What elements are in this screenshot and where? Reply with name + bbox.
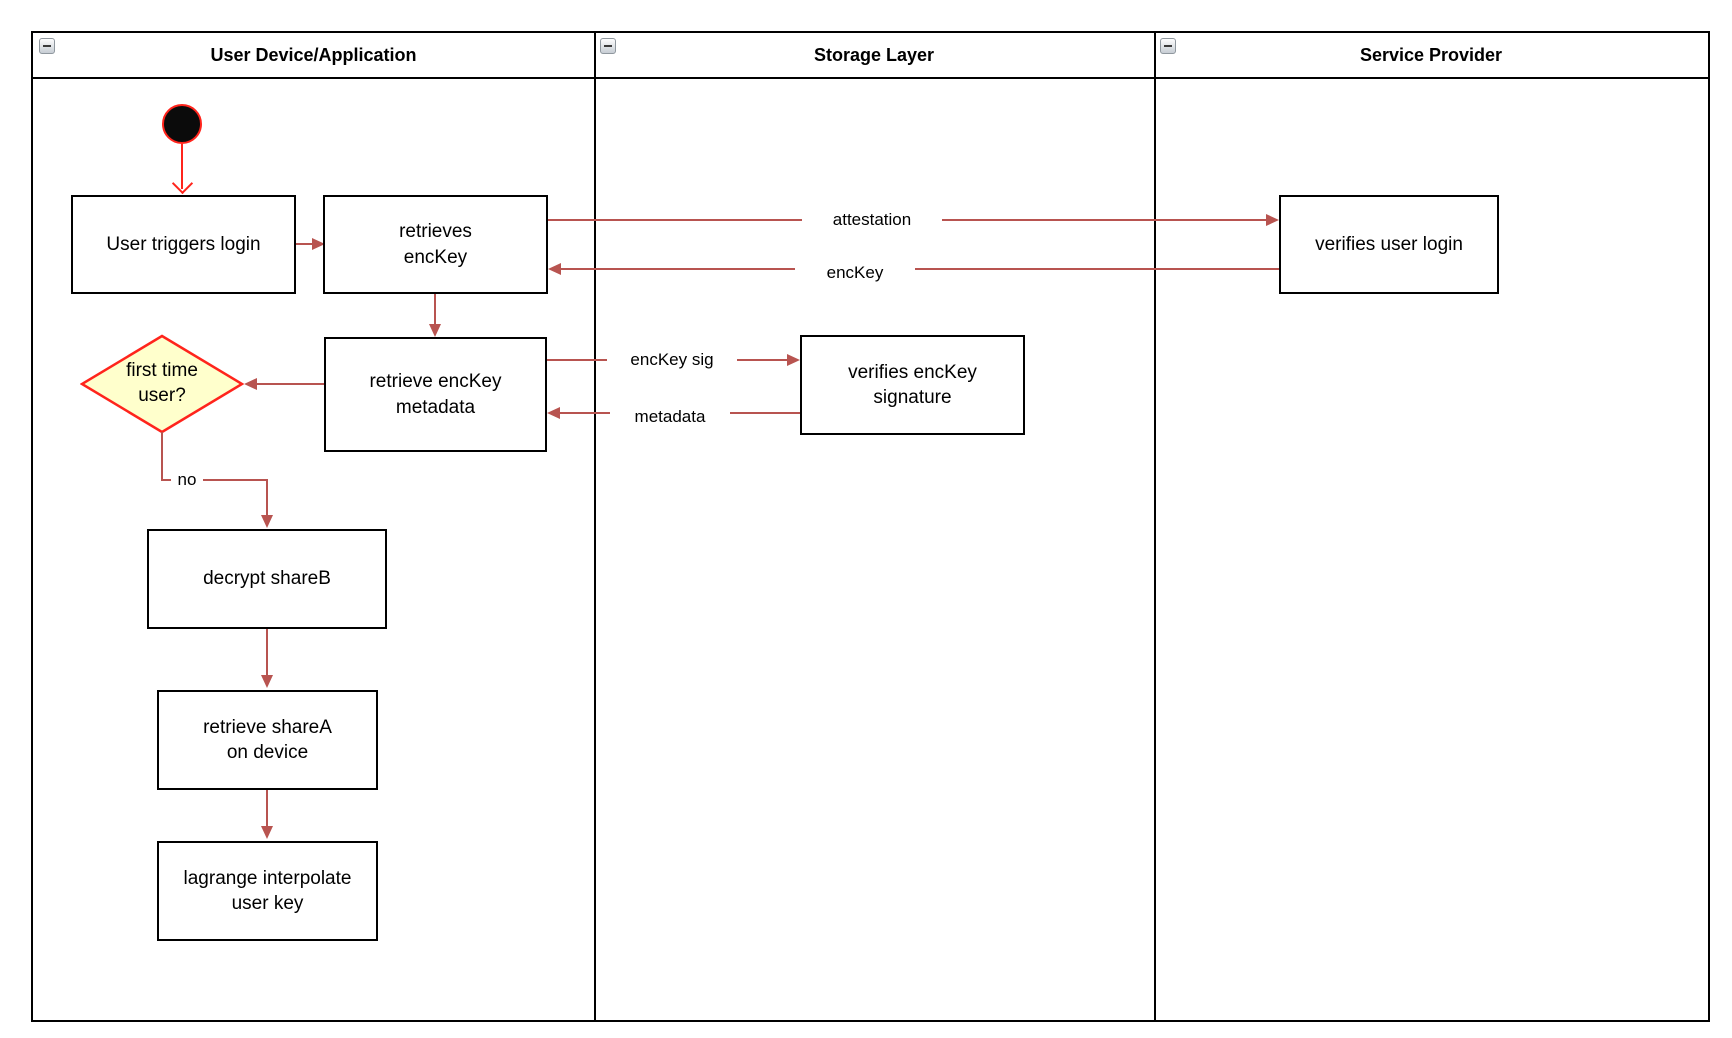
node-label: retrieve encKey metadata	[369, 371, 502, 418]
edge-label-attestation: attestation	[802, 209, 942, 231]
node-retrieve-sharea[interactable]: retrieve shareA on device	[157, 690, 378, 790]
enckey-edge-line	[559, 268, 1279, 270]
lane-title-user-device: User Device/Application	[210, 45, 417, 65]
lane-divider-2	[1154, 33, 1156, 1020]
edge-line	[434, 294, 436, 327]
swimlane-pool: User Device/Application Storage Layer Se…	[31, 31, 1710, 1022]
arrowhead-icon	[261, 515, 273, 528]
arrowhead-icon	[548, 263, 561, 275]
start-arrowhead-icon	[171, 172, 194, 195]
arrowhead-icon	[261, 675, 273, 688]
node-label: User triggers login	[106, 233, 261, 255]
node-label: verifies encKey signature	[848, 361, 977, 408]
minus-icon	[1164, 45, 1172, 47]
arrowhead-icon	[429, 324, 441, 337]
start-arrow-line	[181, 144, 183, 189]
edge-line	[161, 432, 163, 480]
node-label: retrieve shareA on device	[203, 716, 332, 763]
edge-label-enckey-sig: encKey sig	[607, 349, 737, 371]
collapse-icon[interactable]	[600, 38, 616, 54]
lane-header-separator	[33, 77, 1708, 79]
start-node[interactable]	[162, 104, 202, 144]
edge-label-no: no	[171, 469, 203, 491]
node-label: verifies user login	[1315, 233, 1463, 255]
node-user-triggers-login[interactable]: User triggers login	[71, 195, 296, 294]
edge-label-metadata: metadata	[610, 406, 730, 428]
arrowhead-icon	[312, 238, 325, 250]
minus-icon	[604, 45, 612, 47]
edge-line	[255, 383, 324, 385]
node-retrieve-enckey-metadata[interactable]: retrieve encKey metadata	[324, 337, 547, 452]
lane-divider-1	[594, 33, 596, 1020]
minus-icon	[43, 45, 51, 47]
node-label: retrieves encKey	[399, 221, 472, 268]
node-verifies-user-login[interactable]: verifies user login	[1279, 195, 1499, 294]
edge-line	[296, 243, 314, 245]
node-label: decrypt shareB	[203, 568, 331, 590]
arrowhead-icon	[787, 354, 800, 366]
edge-line	[266, 479, 268, 517]
edge-line	[266, 790, 268, 828]
edge-line	[161, 479, 268, 481]
node-verifies-enckey-signature[interactable]: verifies encKey signature	[800, 335, 1025, 435]
node-decrypt-shareb[interactable]: decrypt shareB	[147, 529, 387, 629]
decision-first-time-user[interactable]: first time user?	[79, 334, 245, 434]
node-lagrange-interpolate[interactable]: lagrange interpolate user key	[157, 841, 378, 941]
decision-label: first time user?	[126, 360, 198, 406]
collapse-icon[interactable]	[39, 38, 55, 54]
collapse-icon[interactable]	[1160, 38, 1176, 54]
node-label: lagrange interpolate user key	[183, 867, 352, 914]
arrowhead-icon	[261, 826, 273, 839]
edge-label-enckey: encKey	[795, 262, 915, 284]
node-retrieves-enckey[interactable]: retrieves encKey	[323, 195, 548, 294]
lane-title-storage-layer: Storage Layer	[813, 45, 935, 65]
arrowhead-icon	[1266, 214, 1279, 226]
lane-title-service-provider: Service Provider	[1359, 45, 1503, 65]
arrowhead-icon	[547, 407, 560, 419]
edge-line	[266, 629, 268, 677]
arrowhead-icon	[244, 378, 257, 390]
